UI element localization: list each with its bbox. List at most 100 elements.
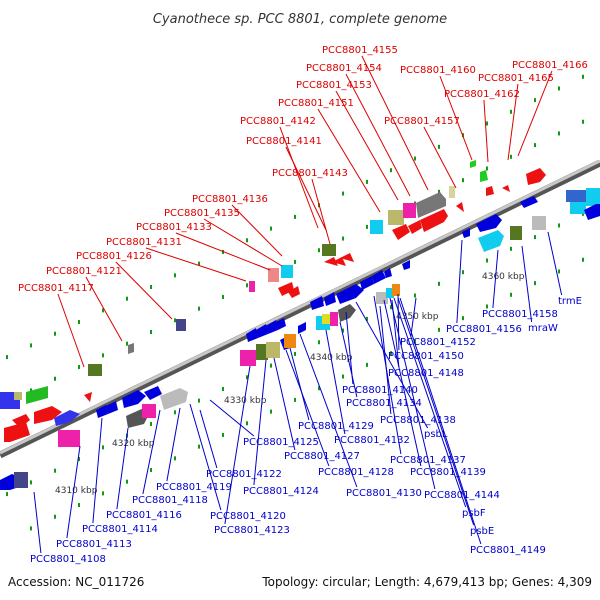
gene-label-reverse[interactable]: PCC8801_4152 bbox=[400, 337, 476, 348]
gene-label-reverse[interactable]: mraW bbox=[528, 323, 558, 334]
gene-label-reverse[interactable]: PCC8801_4149 bbox=[470, 545, 546, 556]
gene-feature[interactable] bbox=[470, 160, 476, 168]
gene-label-reverse[interactable]: PCC8801_4138 bbox=[380, 415, 456, 426]
gene-label-reverse[interactable]: PCC8801_4128 bbox=[318, 467, 394, 478]
gene-label-reverse[interactable]: PCC8801_4156 bbox=[446, 324, 522, 335]
gene-feature[interactable] bbox=[106, 401, 118, 414]
gene-feature[interactable] bbox=[310, 296, 324, 310]
gene-feature[interactable] bbox=[336, 284, 364, 304]
gene-feature[interactable] bbox=[420, 209, 448, 232]
gene-feature[interactable] bbox=[266, 320, 278, 334]
gene-feature[interactable] bbox=[520, 196, 538, 208]
gene-feature[interactable] bbox=[392, 284, 400, 296]
gene-feature[interactable] bbox=[332, 257, 346, 266]
gene-feature[interactable] bbox=[510, 226, 522, 240]
gene-label-reverse[interactable]: PCC8801_4125 bbox=[243, 437, 319, 448]
gene-label-reverse[interactable]: PCC8801_4134 bbox=[346, 398, 422, 409]
gene-feature[interactable] bbox=[278, 282, 294, 296]
gene-label-reverse[interactable]: PCC8801_4116 bbox=[106, 510, 182, 521]
gene-label-reverse[interactable]: PCC8801_4132 bbox=[334, 435, 410, 446]
gene-feature[interactable] bbox=[128, 343, 134, 354]
gene-label-reverse[interactable]: PCC8801_4139 bbox=[410, 467, 486, 478]
gene-feature[interactable] bbox=[392, 224, 410, 240]
gene-label-reverse[interactable]: PCC8801_4148 bbox=[388, 368, 464, 379]
gene-label-forward[interactable]: PCC8801_4136 bbox=[192, 194, 268, 205]
gene-label-reverse[interactable]: PCC8801_4123 bbox=[214, 525, 290, 536]
gene-feature[interactable] bbox=[12, 414, 30, 428]
gene-label-reverse[interactable]: PCC8801_4150 bbox=[388, 351, 464, 362]
gene-feature[interactable] bbox=[386, 288, 394, 298]
gene-feature[interactable] bbox=[532, 216, 546, 230]
gene-feature[interactable] bbox=[486, 186, 494, 196]
gene-label-reverse[interactable]: PCC8801_4108 bbox=[30, 554, 106, 565]
gene-label-reverse[interactable]: PCC8801_4120 bbox=[210, 511, 286, 522]
gene-feature[interactable] bbox=[240, 350, 256, 366]
gene-feature[interactable] bbox=[360, 276, 374, 290]
gene-feature[interactable] bbox=[88, 364, 102, 376]
gene-feature[interactable] bbox=[480, 170, 488, 182]
gene-feature[interactable] bbox=[160, 388, 188, 410]
gene-label-forward[interactable]: PCC8801_4166 bbox=[512, 60, 588, 71]
gene-label-forward[interactable]: PCC8801_4141 bbox=[246, 136, 322, 147]
gene-feature[interactable] bbox=[372, 270, 386, 284]
gene-label-forward[interactable]: PCC8801_4151 bbox=[278, 98, 354, 109]
gene-label-reverse[interactable]: PCC8801_4118 bbox=[132, 495, 208, 506]
gene-feature[interactable] bbox=[176, 319, 186, 331]
gene-feature[interactable] bbox=[54, 410, 80, 426]
gene-label-reverse[interactable]: psbL bbox=[424, 429, 448, 440]
gene-feature[interactable] bbox=[34, 406, 62, 424]
gene-label-forward[interactable]: PCC8801_4155 bbox=[322, 45, 398, 56]
gene-feature[interactable] bbox=[281, 265, 293, 278]
gene-label-forward[interactable]: PCC8801_4117 bbox=[18, 283, 94, 294]
gene-label-reverse[interactable]: PCC8801_4113 bbox=[56, 539, 132, 550]
gene-label-reverse[interactable]: PCC8801_4114 bbox=[82, 524, 158, 535]
gene-feature[interactable] bbox=[476, 214, 502, 232]
gene-feature[interactable] bbox=[96, 405, 108, 418]
gene-feature[interactable] bbox=[338, 304, 356, 322]
gene-feature[interactable] bbox=[330, 312, 338, 326]
gene-feature[interactable] bbox=[298, 322, 306, 334]
gene-label-forward[interactable]: PCC8801_4135 bbox=[164, 208, 240, 219]
gene-feature[interactable] bbox=[249, 281, 255, 292]
gene-label-forward[interactable]: PCC8801_4165 bbox=[478, 73, 554, 84]
gene-feature[interactable] bbox=[584, 204, 600, 220]
gene-feature[interactable] bbox=[276, 318, 286, 330]
gene-label-forward[interactable]: PCC8801_4133 bbox=[136, 222, 212, 233]
gene-feature[interactable] bbox=[4, 422, 30, 442]
gene-label-reverse[interactable]: PCC8801_4129 bbox=[298, 421, 374, 432]
gene-label-forward[interactable]: PCC8801_4126 bbox=[76, 251, 152, 262]
gene-feature[interactable] bbox=[462, 228, 470, 238]
gene-feature[interactable] bbox=[322, 314, 330, 324]
gene-feature[interactable] bbox=[456, 202, 464, 212]
gene-feature[interactable] bbox=[266, 342, 280, 358]
gene-feature[interactable] bbox=[384, 268, 392, 278]
gene-feature[interactable] bbox=[142, 404, 156, 418]
gene-label-reverse[interactable]: PCC8801_4158 bbox=[482, 309, 558, 320]
gene-feature[interactable] bbox=[246, 328, 258, 342]
gene-label-reverse[interactable]: PCC8801_4140 bbox=[342, 385, 418, 396]
gene-feature[interactable] bbox=[122, 390, 146, 408]
gene-feature[interactable] bbox=[402, 260, 410, 270]
gene-feature[interactable] bbox=[324, 257, 338, 266]
gene-feature[interactable] bbox=[284, 334, 296, 348]
gene-label-reverse[interactable]: PCC8801_4124 bbox=[243, 486, 319, 497]
gene-label-forward[interactable]: PCC8801_4162 bbox=[444, 89, 520, 100]
gene-feature[interactable] bbox=[388, 210, 404, 225]
gene-label-forward[interactable]: PCC8801_4131 bbox=[106, 237, 182, 248]
gene-feature[interactable] bbox=[416, 192, 446, 218]
gene-feature[interactable] bbox=[408, 220, 422, 234]
gene-feature[interactable] bbox=[268, 268, 279, 282]
gene-feature[interactable] bbox=[478, 230, 504, 252]
gene-feature[interactable] bbox=[502, 185, 510, 192]
gene-label-forward[interactable]: PCC8801_4154 bbox=[306, 63, 382, 74]
gene-label-reverse[interactable]: PCC8801_4127 bbox=[284, 451, 360, 462]
gene-label-reverse[interactable]: PCC8801_4119 bbox=[156, 482, 232, 493]
gene-label-forward[interactable]: PCC8801_4160 bbox=[400, 65, 476, 76]
gene-feature[interactable] bbox=[586, 188, 600, 206]
gene-feature[interactable] bbox=[144, 386, 162, 400]
gene-feature[interactable] bbox=[570, 202, 586, 214]
gene-feature[interactable] bbox=[566, 190, 586, 202]
gene-label-reverse[interactable]: psbF bbox=[462, 508, 486, 519]
gene-feature[interactable] bbox=[322, 244, 336, 256]
gene-feature[interactable] bbox=[526, 168, 546, 185]
